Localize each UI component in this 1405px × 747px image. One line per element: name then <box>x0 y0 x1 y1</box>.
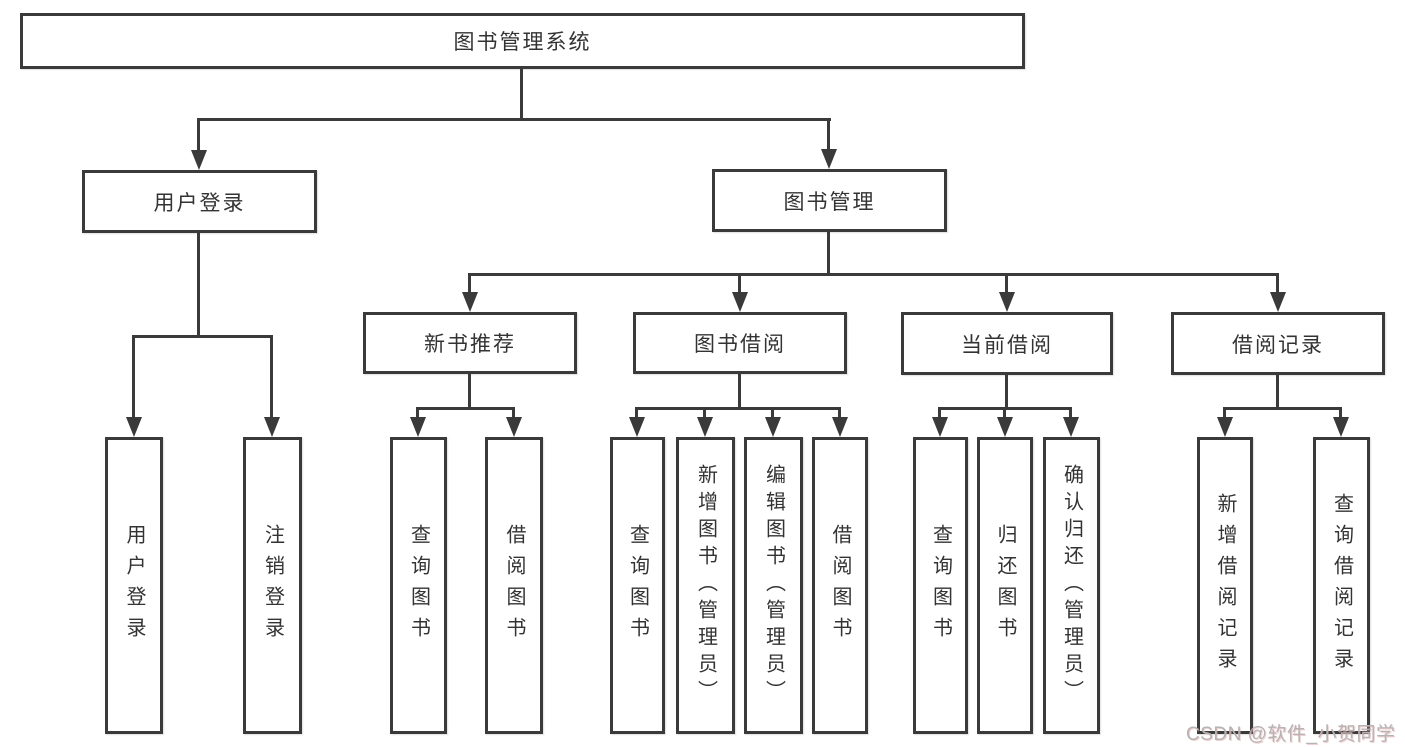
arrowhead-down-icon <box>1063 417 1079 437</box>
connector-stem <box>1069 407 1072 420</box>
node-root: 图书管理系统 <box>20 13 1025 69</box>
csdn-watermark: CSDN @软件_小贺同学 <box>1186 724 1396 745</box>
leaf-add-books-admin: 新增图书（管理员） <box>676 437 735 734</box>
connector-stem <box>1005 273 1008 296</box>
arrowhead-down-icon <box>732 292 748 312</box>
node-current-borrow: 当前借阅 <box>901 312 1113 375</box>
leaf-add-borrow-record: 新增借阅记录 <box>1197 437 1253 734</box>
connector-stem <box>512 407 515 420</box>
leaf-borrow-books-recommend: 借阅图书 <box>485 437 543 734</box>
arrowhead-down-icon <box>126 417 142 437</box>
leaf-label: 确认归还（管理员） <box>1060 464 1083 707</box>
connector-bus <box>635 407 841 410</box>
arrowhead-down-icon <box>264 417 280 437</box>
connector-user-stem <box>197 233 200 338</box>
leaf-label: 新增借阅记录 <box>1214 492 1236 679</box>
connector-user-bus <box>132 335 273 338</box>
connector-stem <box>468 374 471 410</box>
node-book-management: 图书管理 <box>712 169 947 232</box>
leaf-confirm-return-admin: 确认归还（管理员） <box>1043 437 1100 734</box>
connector-stem <box>827 118 830 154</box>
arrowhead-down-icon <box>697 417 713 437</box>
connector-stem <box>468 273 471 296</box>
node-book-borrow: 图书借阅 <box>633 312 847 374</box>
node-label: 图书借阅 <box>694 333 786 356</box>
connector-mgmt-bus <box>468 273 1279 276</box>
leaf-query-books-recommend: 查询图书 <box>390 437 447 734</box>
arrowhead-down-icon <box>1333 417 1349 437</box>
connector-stem <box>1003 407 1006 420</box>
connector-stem <box>938 407 941 420</box>
node-root-label: 图书管理系统 <box>453 31 592 54</box>
node-user-login: 用户登录 <box>82 170 317 233</box>
leaf-label: 注销登录 <box>261 523 284 648</box>
leaf-edit-books-admin: 编辑图书（管理员） <box>744 437 803 734</box>
leaf-label: 查询图书 <box>407 523 430 648</box>
connector-stem <box>1276 273 1279 296</box>
node-label: 借阅记录 <box>1232 333 1324 357</box>
node-label: 当前借阅 <box>961 333 1053 357</box>
connector-stem <box>132 335 135 419</box>
connector-stem <box>197 118 200 154</box>
connector-stem <box>771 407 774 420</box>
connector-stem <box>1339 407 1342 420</box>
arrowhead-down-icon <box>765 417 781 437</box>
leaf-label: 编辑图书（管理员） <box>762 464 785 707</box>
connector-bus <box>416 407 515 410</box>
leaf-query-books-current: 查询图书 <box>913 437 968 734</box>
connector-root-bus <box>197 118 831 121</box>
connector-stem <box>416 407 419 420</box>
arrowhead-down-icon <box>997 417 1013 437</box>
leaf-label: 新增图书（管理员） <box>694 464 717 707</box>
leaf-query-borrow-record: 查询借阅记录 <box>1313 437 1370 734</box>
arrowhead-down-icon <box>462 292 478 312</box>
connector-stem <box>1005 375 1008 410</box>
leaf-label: 借阅图书 <box>503 523 525 648</box>
arrowhead-down-icon <box>1217 417 1233 437</box>
connector-stem <box>738 273 741 296</box>
leaf-query-books-borrow: 查询图书 <box>610 437 665 734</box>
arrowhead-down-icon <box>191 150 207 170</box>
connector-stem <box>1223 407 1226 420</box>
connector-bus <box>1223 407 1342 410</box>
node-label: 新书推荐 <box>424 333 516 356</box>
leaf-user-login: 用户登录 <box>105 437 163 734</box>
arrowhead-down-icon <box>832 417 848 437</box>
connector-stem <box>838 407 841 420</box>
connector-stem <box>738 374 741 410</box>
connector-stem <box>270 335 273 419</box>
connector-root-stem <box>520 69 523 121</box>
arrowhead-down-icon <box>410 417 426 437</box>
arrowhead-down-icon <box>932 417 948 437</box>
connector-stem <box>703 407 706 420</box>
node-label: 图书管理 <box>783 190 876 214</box>
node-new-book-recommend: 新书推荐 <box>363 312 577 374</box>
leaf-label: 借阅图书 <box>829 523 851 648</box>
arrowhead-down-icon <box>1270 292 1286 312</box>
arrowhead-down-icon <box>506 417 522 437</box>
connector-mgmt-stem <box>827 232 830 276</box>
leaf-return-books: 归还图书 <box>977 437 1033 734</box>
node-borrow-records: 借阅记录 <box>1171 312 1385 375</box>
leaf-label: 查询借阅记录 <box>1330 492 1353 679</box>
arrowhead-down-icon <box>629 417 645 437</box>
node-label: 用户登录 <box>153 191 246 215</box>
leaf-logout: 注销登录 <box>243 437 302 734</box>
leaf-label: 查询图书 <box>626 523 649 648</box>
connector-stem <box>1276 375 1279 410</box>
leaf-label: 查询图书 <box>929 523 952 648</box>
leaf-label: 归还图书 <box>994 523 1016 648</box>
arrowhead-down-icon <box>999 292 1015 312</box>
leaf-borrow-books: 借阅图书 <box>812 437 868 734</box>
arrowhead-down-icon <box>821 149 837 169</box>
leaf-label: 用户登录 <box>123 523 145 648</box>
connector-stem <box>635 407 638 420</box>
